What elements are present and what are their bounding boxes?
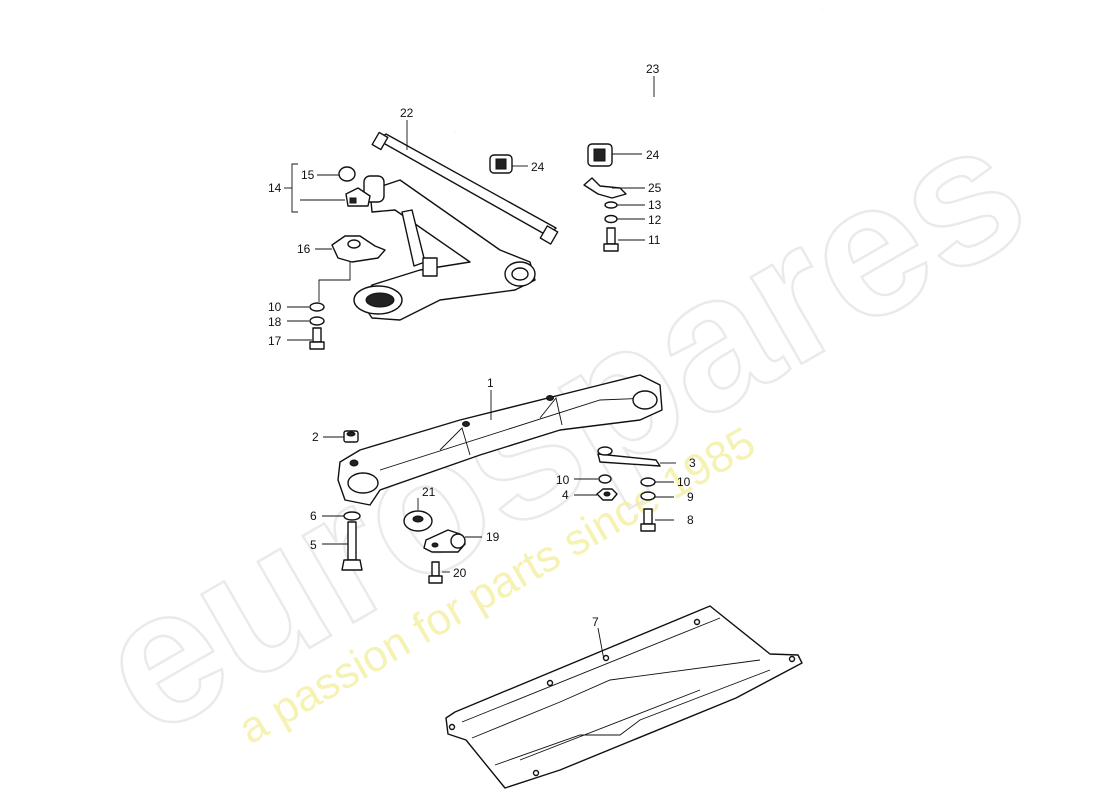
callout-14: 14 <box>268 181 282 195</box>
cap-15 <box>338 166 356 182</box>
callout-3: 3 <box>689 456 696 470</box>
callout-18: 18 <box>268 315 282 329</box>
bushing-bracket <box>583 177 627 199</box>
bolt-17 <box>309 327 325 350</box>
washer-9 <box>640 491 656 501</box>
callout-9: 9 <box>687 490 694 504</box>
washer-10-left <box>309 302 325 312</box>
bracket-14 <box>345 187 371 207</box>
callout-10-mid: 10 <box>556 473 570 487</box>
bushing-left <box>489 154 513 174</box>
callout-20: 20 <box>453 566 467 580</box>
callout-5: 5 <box>310 538 317 552</box>
mount-19 <box>423 529 466 553</box>
callout-2: 2 <box>312 430 319 444</box>
underbody-plate <box>445 605 803 789</box>
washer-6 <box>343 511 361 521</box>
washer-10-mid <box>598 474 612 484</box>
callout-21: 21 <box>422 485 436 499</box>
callout-23: 23 <box>646 62 660 76</box>
washer-13 <box>604 201 618 209</box>
leader-lines <box>284 76 676 661</box>
callout-16: 16 <box>297 242 311 256</box>
callout-7: 7 <box>592 615 599 629</box>
callout-24-right: 24 <box>646 148 660 162</box>
nut-2 <box>343 430 359 443</box>
callout-labels: 23 22 24 24 25 13 12 11 15 14 16 10 18 1… <box>268 62 696 629</box>
callout-12: 12 <box>648 213 662 227</box>
stabilizer-bar <box>454 9 823 146</box>
bolt-11 <box>603 227 619 252</box>
callout-1: 1 <box>487 376 494 390</box>
callout-24-left: 24 <box>531 160 545 174</box>
callout-22: 22 <box>400 106 414 120</box>
callout-6: 6 <box>310 509 317 523</box>
callout-10-right: 10 <box>677 475 691 489</box>
bracket-16 <box>331 235 386 263</box>
strap-3 <box>597 446 661 467</box>
bolt-8 <box>640 508 656 532</box>
washer-10-right <box>640 477 656 487</box>
bolt-20 <box>428 561 443 584</box>
callout-11: 11 <box>648 233 661 247</box>
callout-25: 25 <box>648 181 662 195</box>
callout-4: 4 <box>562 488 569 502</box>
callout-15: 15 <box>301 168 315 182</box>
callout-17: 17 <box>268 334 282 348</box>
callout-13: 13 <box>648 198 662 212</box>
callout-19: 19 <box>486 530 500 544</box>
callout-8: 8 <box>687 513 694 527</box>
crossmember <box>337 374 663 506</box>
callout-10-left: 10 <box>268 300 282 314</box>
washer-18 <box>309 316 325 326</box>
bolt-5 <box>341 521 363 571</box>
bushing-right <box>587 143 613 167</box>
washer-12 <box>604 214 618 224</box>
bush-21 <box>403 510 433 532</box>
torsion-bar <box>371 131 559 245</box>
nut-4 <box>596 488 618 501</box>
